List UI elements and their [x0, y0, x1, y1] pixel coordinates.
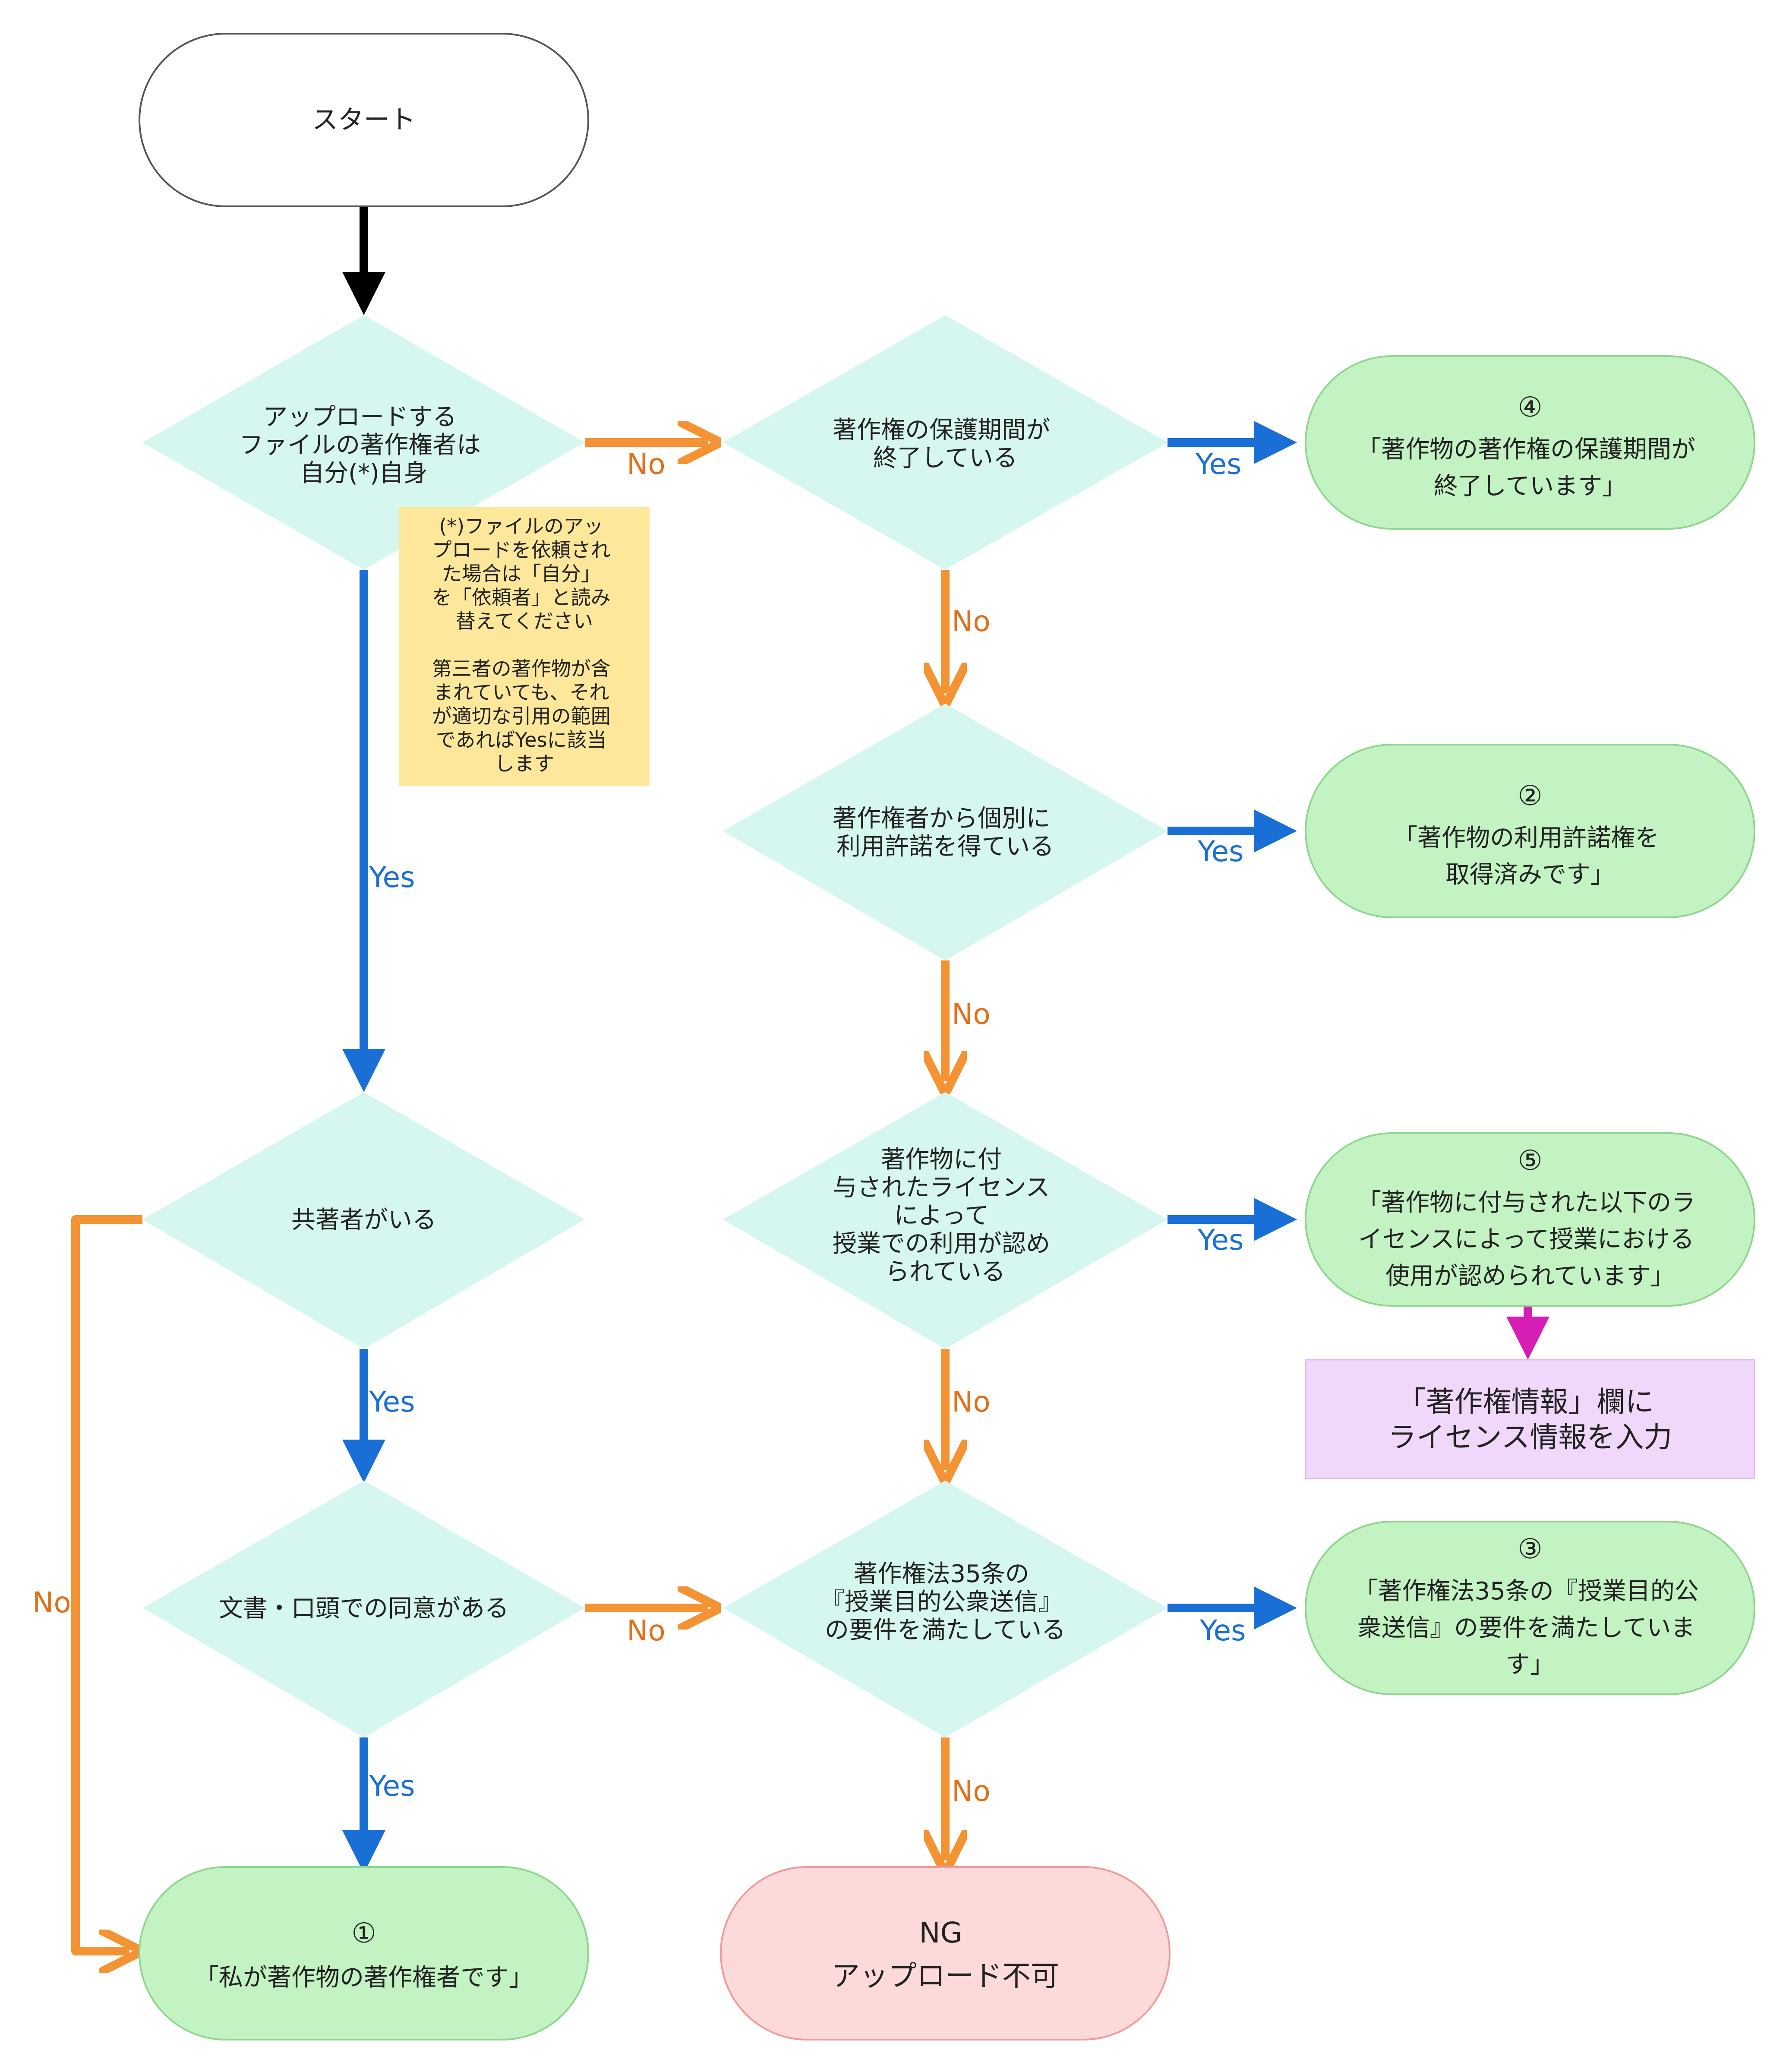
- label-expired-yes: Yes: [1195, 448, 1242, 481]
- start-label: スタート: [312, 105, 416, 135]
- result-3-number: ③: [1518, 1533, 1542, 1565]
- label-consent-yes: Yes: [369, 1769, 415, 1803]
- result-2-number: ②: [1518, 780, 1542, 812]
- decision-is-author: アップロードする ファイルの著作権者は 自分(*)自身: [142, 315, 585, 570]
- note-quotation: 第三者の著作物が含 まれていても、それ が適切な引用の範囲 であればYesに該当…: [399, 650, 650, 786]
- result-5-text: 「著作物に付与された以下のラ イセンスによって授業における 使用が認められていま…: [1357, 1189, 1703, 1290]
- result-5: ⑤ 「著作物に付与された以下のラ イセンスによって授業における 使用が認められて…: [1305, 1132, 1755, 1307]
- result-4-number: ④: [1518, 392, 1542, 423]
- edge-labels: No Yes Yes No Yes No Yes No Yes No No Ye…: [32, 448, 1246, 1808]
- action-license-info: 「著作権情報」欄に ライセンス情報を入力: [1305, 1359, 1755, 1479]
- note-quotation-text: 第三者の著作物が含 まれていても、それ が適切な引用の範囲 であればYesに該当…: [432, 657, 617, 775]
- decision-consent-label: 文書・口頭での同意がある: [219, 1595, 509, 1623]
- label-permission-yes: Yes: [1197, 835, 1244, 868]
- result-2-text: 「著作物の利用許諾権を 取得済みです」: [1393, 824, 1667, 889]
- result-4-text: 「著作物の著作権の保護期間が 終了しています」: [1357, 436, 1703, 500]
- result-4: ④ 「著作物の著作権の保護期間が 終了しています」: [1305, 355, 1755, 530]
- edges: [71, 207, 1549, 1951]
- result-2: ② 「著作物の利用許諾権を 取得済みです」: [1305, 744, 1755, 918]
- label-author-yes: Yes: [369, 861, 415, 894]
- result-5-number: ⑤: [1518, 1145, 1542, 1177]
- decision-permission: 著作権者から個別に 利用許諾を得ている: [723, 704, 1168, 960]
- label-expired-no: No: [952, 605, 991, 638]
- nodes: スタート アップロードする ファイルの著作権者は 自分(*)自身 著作権の保護期…: [139, 33, 1755, 2040]
- decision-protection-expired: 著作権の保護期間が 終了している: [723, 315, 1168, 570]
- decision-coauthor: 共著者がいる: [142, 1092, 585, 1349]
- decision-is-author-label: アップロードする ファイルの著作権者は 自分(*)自身: [239, 403, 489, 487]
- label-license-yes: Yes: [1197, 1223, 1244, 1257]
- ng-text: NG アップロード不可: [831, 1916, 1059, 1993]
- edge-coauthor-no-r1: [71, 1215, 142, 1951]
- label-coauthor-no: No: [32, 1586, 71, 1619]
- decision-license: 著作物に付 与されたライセンス によって 授業での利用が認め られている: [723, 1092, 1168, 1349]
- decision-coauthor-label: 共著者がいる: [291, 1206, 436, 1234]
- decision-article-35: 著作権法35条の 『授業目的公衆送信』 の要件を満たしている: [723, 1481, 1168, 1737]
- label-coauthor-yes: Yes: [369, 1385, 415, 1418]
- decision-protection-expired-label: 著作権の保護期間が 終了している: [833, 416, 1058, 472]
- label-consent-no: No: [627, 1614, 666, 1647]
- ng-node: NG アップロード不可: [720, 1866, 1171, 2040]
- decision-consent: 文書・口頭での同意がある: [142, 1481, 585, 1737]
- result-3: ③ 「著作権法35条の『授業目的公 衆送信』の要件を満たしていま す」: [1305, 1521, 1755, 1695]
- result-1: ① 「私が著作物の著作権者です」: [139, 1866, 589, 2040]
- label-author-no: No: [627, 448, 666, 481]
- result-1-text: 「私が著作物の著作権者です」: [195, 1964, 533, 1992]
- decision-permission-label: 著作権者から個別に 利用許諾を得ている: [833, 805, 1058, 861]
- decision-article-35-label: 著作権法35条の 『授業目的公衆送信』 の要件を満たしている: [820, 1560, 1070, 1644]
- result-1-number: ①: [351, 1917, 376, 1949]
- label-permission-no: No: [952, 998, 991, 1031]
- action-license-info-text: 「著作権情報」欄に ライセンス情報を入力: [1388, 1385, 1672, 1454]
- note-delegation-text: (*)ファイルのアッ プロードを依頼され た場合は「自分」 を「依頼者」と読み …: [432, 515, 617, 633]
- result-3-text: 「著作権法35条の『授業目的公 衆送信』の要件を満たしていま す」: [1354, 1577, 1706, 1679]
- label-license-no: No: [952, 1385, 991, 1418]
- start-node: スタート: [139, 33, 589, 207]
- label-article35-no: No: [952, 1775, 991, 1808]
- decision-license-label: 著作物に付 与されたライセンス によって 授業での利用が認め られている: [833, 1146, 1058, 1286]
- note-delegation: (*)ファイルのアッ プロードを依頼され た場合は「自分」 を「依頼者」と読み …: [399, 507, 650, 650]
- label-article35-yes: Yes: [1199, 1614, 1246, 1647]
